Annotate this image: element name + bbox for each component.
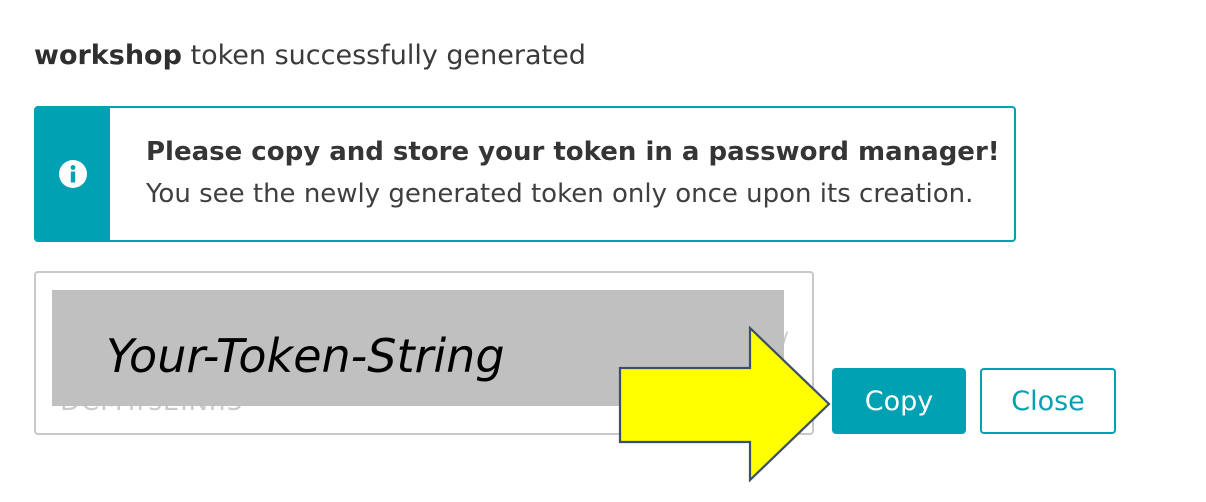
info-notice: Please copy and store your token in a pa… [34,106,1016,242]
arrow-right-icon [618,326,831,482]
info-icon [59,160,87,188]
close-button[interactable]: Close [980,368,1116,434]
status-text: token successfully generated [181,40,586,71]
notice-body: You see the newly generated token only o… [146,179,974,209]
token-name: workshop [34,40,182,71]
status-message: workshop token successfully generated [34,36,586,76]
info-strip [36,108,110,240]
info-text: Please copy and store your token in a pa… [110,108,1000,240]
copy-button[interactable]: Copy [832,368,966,434]
token-string[interactable]: Your-Token-String [106,329,505,383]
notice-title: Please copy and store your token in a pa… [146,137,1000,167]
obscured-token-edge: / [780,329,788,354]
